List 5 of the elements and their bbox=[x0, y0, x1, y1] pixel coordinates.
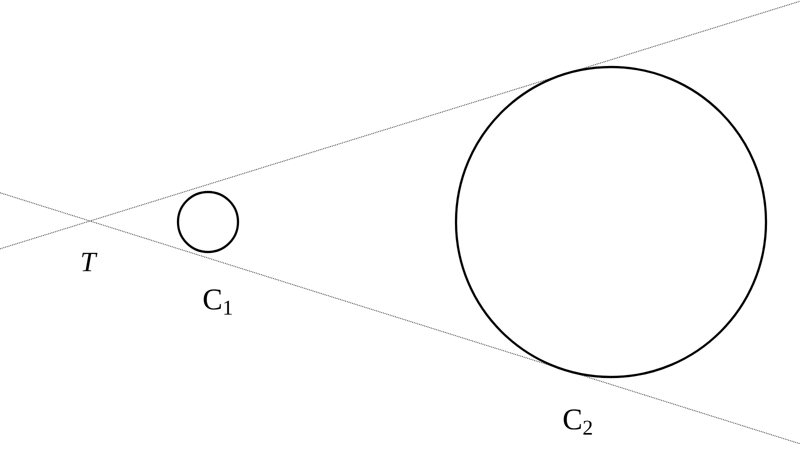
circle-label: C$_{1}$ bbox=[204, 289, 232, 315]
circle bbox=[176, 190, 240, 254]
circle-label: C$_{2}$ bbox=[564, 409, 592, 435]
point-label: T bbox=[82, 252, 98, 272]
circle bbox=[454, 66, 768, 378]
